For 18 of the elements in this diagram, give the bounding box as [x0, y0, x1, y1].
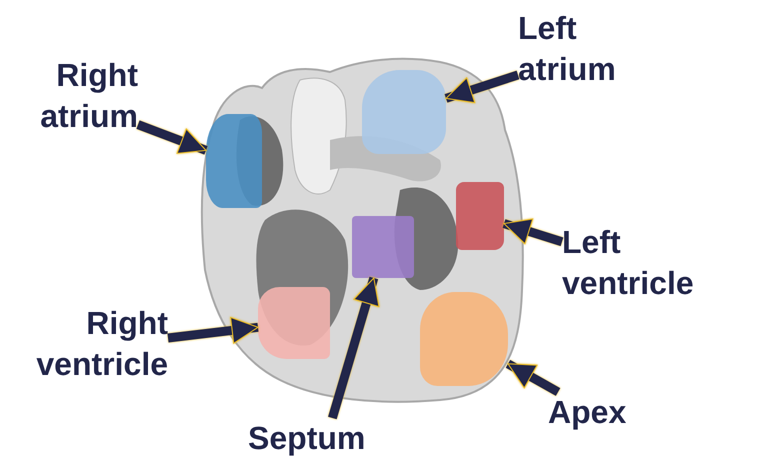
shaded-region	[206, 114, 262, 208]
part-label: Left atrium	[518, 8, 653, 98]
part-label: Right atrium	[8, 55, 138, 145]
arrow	[444, 70, 520, 104]
arrow	[506, 360, 560, 396]
shaded-region	[420, 292, 508, 386]
shaded-region	[258, 287, 330, 359]
shaded-region	[456, 182, 504, 250]
shaded-region	[352, 216, 414, 278]
arrow	[502, 218, 564, 246]
shaded-region	[362, 70, 446, 154]
arrow	[167, 316, 259, 344]
part-label: Septum	[248, 418, 404, 461]
part-label: Left ventricle	[562, 222, 722, 312]
part-label: Right ventricle	[0, 303, 168, 393]
arrow	[328, 276, 380, 420]
arrow	[136, 120, 208, 155]
part-label: Apex	[548, 392, 648, 437]
